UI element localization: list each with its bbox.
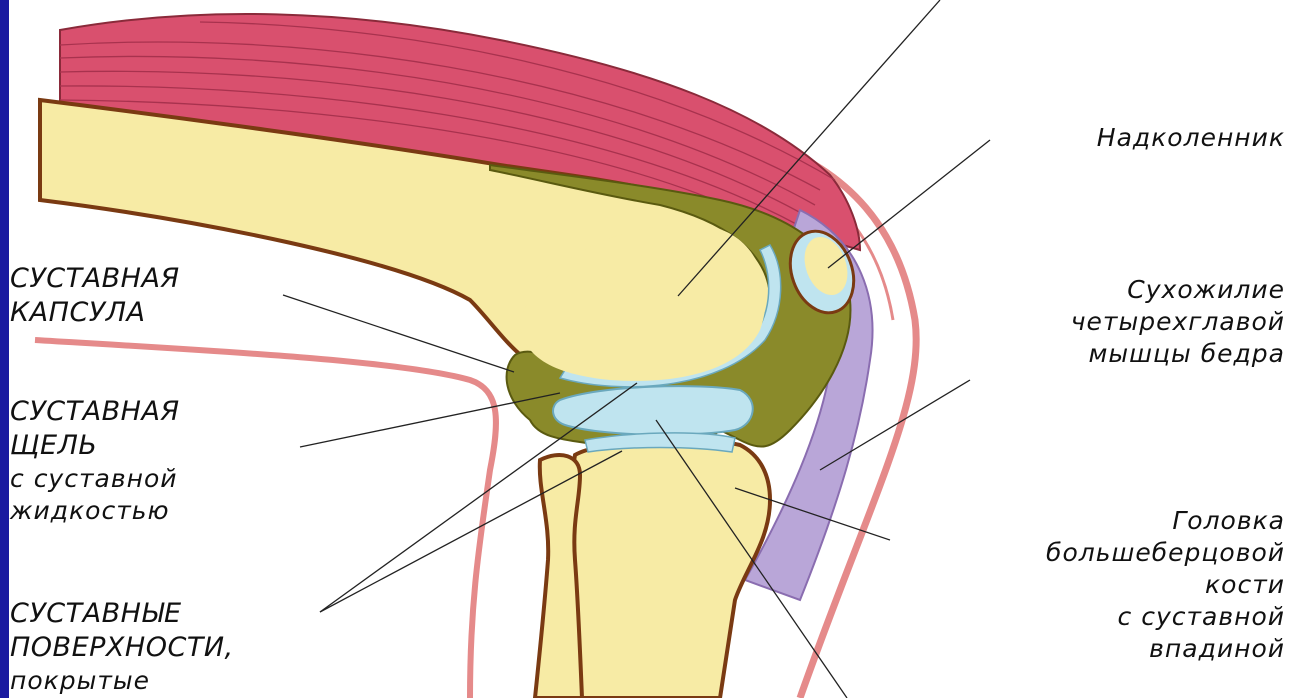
label-tibia-head-line-4: с суставной xyxy=(1046,601,1285,633)
label-tibia-head-line-3: кости xyxy=(1046,569,1285,601)
leader-joint-space xyxy=(300,393,560,447)
label-joint-space-line-1: СУСТАВНАЯ xyxy=(10,395,180,429)
label-capsule-line-1: СУСТАВНАЯ xyxy=(10,262,180,296)
label-joint-space-note-line-1: с суставной xyxy=(10,463,177,495)
label-tibia-head-line-5: впадиной xyxy=(1046,633,1285,665)
label-tibia-head-line-1: Головка xyxy=(1046,505,1285,537)
label-joint-space-note: с суставной жидкостью xyxy=(10,463,177,527)
fibula-bone xyxy=(535,455,582,698)
label-tibia-head-line-2: большеберцовой xyxy=(1046,537,1285,569)
label-quad-tendon-line-3: мышцы бедра xyxy=(1071,338,1285,370)
label-surfaces-note: покрытые xyxy=(10,665,150,697)
label-surfaces-line-1: СУСТАВНЫЕ xyxy=(10,597,234,631)
label-kneecap: Надколенник xyxy=(1097,122,1285,154)
label-quad-tendon: Сухожилие четырехглавой мышцы бедра xyxy=(1071,274,1285,370)
label-capsule: СУСТАВНАЯ КАПСУЛА xyxy=(10,262,180,330)
label-joint-space-note-line-2: жидкостью xyxy=(10,495,177,527)
joint-space-fluid xyxy=(553,386,753,435)
label-quad-tendon-line-1: Сухожилие xyxy=(1071,274,1285,306)
label-joint-space: СУСТАВНАЯ ЩЕЛЬ xyxy=(10,395,180,463)
label-joint-space-line-2: ЩЕЛЬ xyxy=(10,429,180,463)
label-surfaces-line-2: ПОВЕРХНОСТИ, xyxy=(10,631,234,665)
label-surfaces: СУСТАВНЫЕ ПОВЕРХНОСТИ, xyxy=(10,597,234,665)
label-capsule-line-2: КАПСУЛА xyxy=(10,296,180,330)
label-quad-tendon-line-2: четырехглавой xyxy=(1071,306,1285,338)
leader-kneecap xyxy=(828,140,990,268)
label-tibia-head: Головка большеберцовой кости с суставной… xyxy=(1046,505,1285,665)
